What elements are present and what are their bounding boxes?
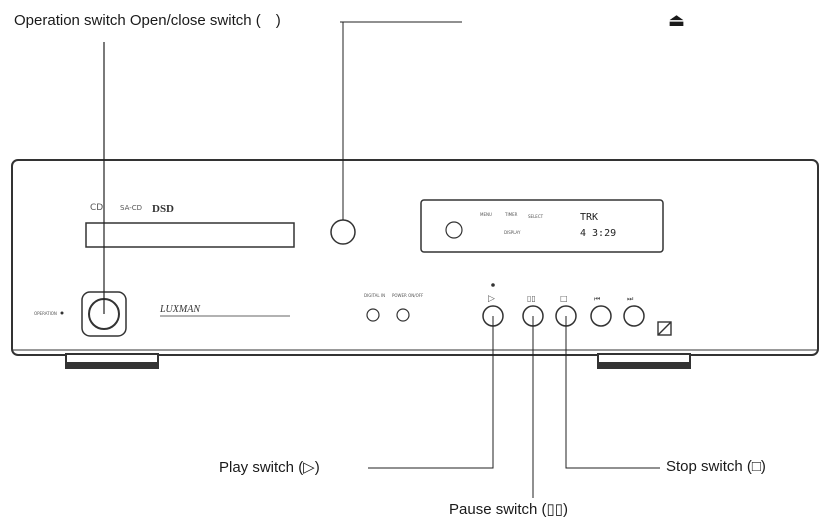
right-foot-shadow [598,362,690,368]
power-button[interactable] [396,308,410,322]
open-close-button[interactable] [330,219,356,245]
brand-logo: LUXMAN [159,304,201,315]
disc-tray[interactable] [85,222,295,248]
display-button-display: DISPLAY [504,230,521,235]
display-button-select: SELECT [528,214,544,219]
next-button[interactable] [623,305,645,327]
pause-glyph: ▯▯ [527,294,536,303]
digital-in-label: DIGITAL IN [364,293,385,298]
display-button-menu: MENU [480,212,492,217]
pause-switch-callout: Pause switch (▯▯) [449,501,569,518]
play-indicator [491,283,495,287]
play-glyph: ▷ [488,294,495,304]
player-body [11,159,819,356]
display-line-2: 4 3:29 [580,228,616,239]
stop-leader [565,316,660,469]
left-foot-shadow [66,362,158,368]
stop-glyph: □ [560,294,568,303]
play-leader [368,316,494,469]
display-line-1: TRK [580,212,598,223]
dsd-logo: DSD [152,203,174,215]
previous-glyph: ⏮ [594,295,600,303]
display-knob[interactable] [445,221,463,239]
power-label: POWER ON/OFF [392,293,424,298]
digital-in-button[interactable] [366,308,380,322]
operation-indicator [60,311,64,315]
stop-switch-callout: Stop switch (□) [666,458,766,475]
next-glyph: ⏭ [627,295,634,303]
operation-label: OPERATION [34,311,57,316]
play-switch-callout: Play switch (▷) [219,459,320,476]
corner-mark-diagonal [657,321,672,336]
display-window [420,199,664,253]
cd-logo: CD [90,203,103,213]
display-button-timer: TIMER [504,212,518,217]
eject-icon: ⏏ [668,10,686,30]
sacd-logo: SA-CD [120,204,142,212]
previous-button[interactable] [590,305,612,327]
operation-open-close-callout: Operation switch Open/close switch ( ) [14,12,281,29]
